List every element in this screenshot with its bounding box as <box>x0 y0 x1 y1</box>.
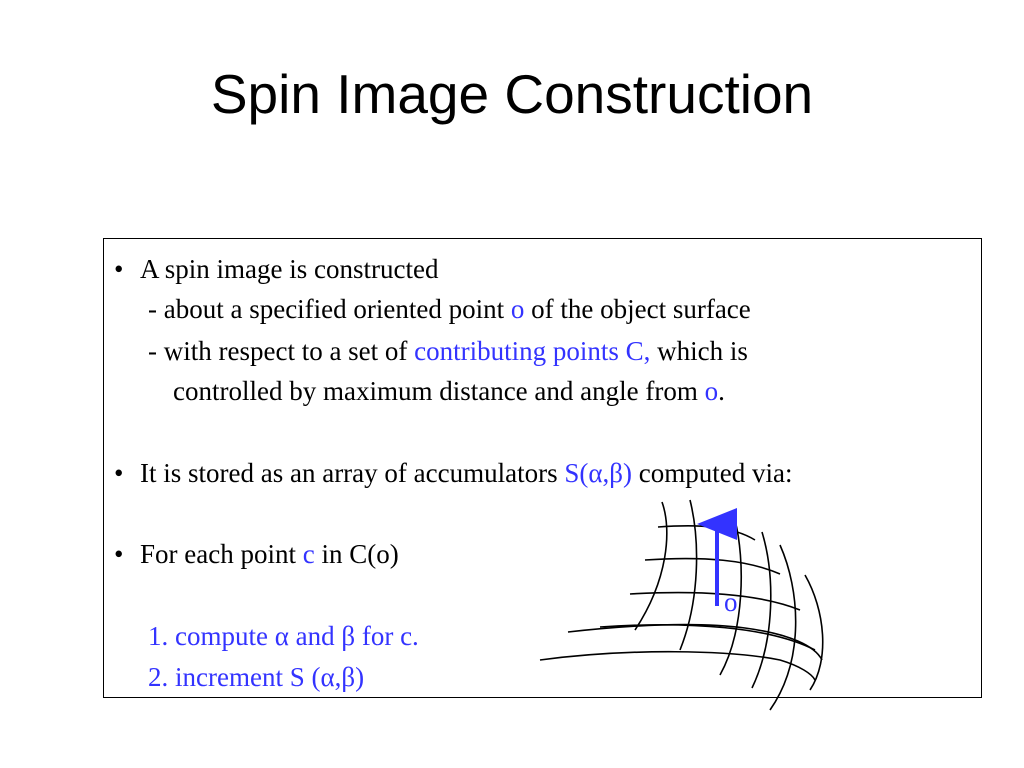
step-1: 1. compute α and β for c. <box>148 621 419 651</box>
step-2: 2. increment S (α,β) <box>148 662 365 692</box>
bullet-1-sub-1-prefix: - about a specified oriented point <box>148 294 511 324</box>
bullet-3: • For each point c in C(o) <box>114 541 399 568</box>
bullet-3-suffix: in C(o) <box>314 539 399 569</box>
bullet-1-sub-2-cont-highlight: o <box>704 376 719 406</box>
bullet-1-sub-2-cont: controlled by maximum distance and angle… <box>173 378 725 405</box>
bullet-2-marker: • <box>114 458 124 488</box>
bullet-1-sub-2-suffix: which is <box>650 336 748 366</box>
bullet-1: • A spin image is constructed <box>114 256 438 283</box>
bullet-2-highlight: S(α,β) <box>564 458 632 488</box>
bullet-1-sub-2-cont-prefix: controlled by maximum distance and angle… <box>173 376 705 406</box>
slide-title: Spin Image Construction <box>210 63 814 125</box>
content-box <box>103 238 982 698</box>
bullet-1-sub-2: - with respect to a set of contributing … <box>148 338 748 365</box>
bullet-2-prefix: It is stored as an array of accumulators <box>140 458 565 488</box>
bullet-1-sub-2-highlight: contributing points C, <box>414 336 651 366</box>
bullet-3-marker: • <box>114 539 124 569</box>
bullet-1-marker: • <box>114 254 124 284</box>
bullet-1-sub-2-prefix: - with respect to a set of <box>148 336 415 366</box>
bullet-1-sub-2-cont-suffix: . <box>718 376 725 406</box>
point-o-label: o <box>724 587 738 617</box>
bullet-1-sub-1-suffix: of the object surface <box>524 294 751 324</box>
bullet-1-text: A spin image is constructed <box>140 254 439 284</box>
bullet-1-sub-1: - about a specified oriented point o of … <box>148 296 751 323</box>
bullet-3-highlight: c <box>302 539 315 569</box>
bullet-1-sub-1-highlight: o <box>510 294 525 324</box>
bullet-2-suffix: computed via: <box>631 458 793 488</box>
bullet-2: • It is stored as an array of accumulator… <box>114 460 792 487</box>
bullet-3-prefix: For each point <box>140 539 303 569</box>
